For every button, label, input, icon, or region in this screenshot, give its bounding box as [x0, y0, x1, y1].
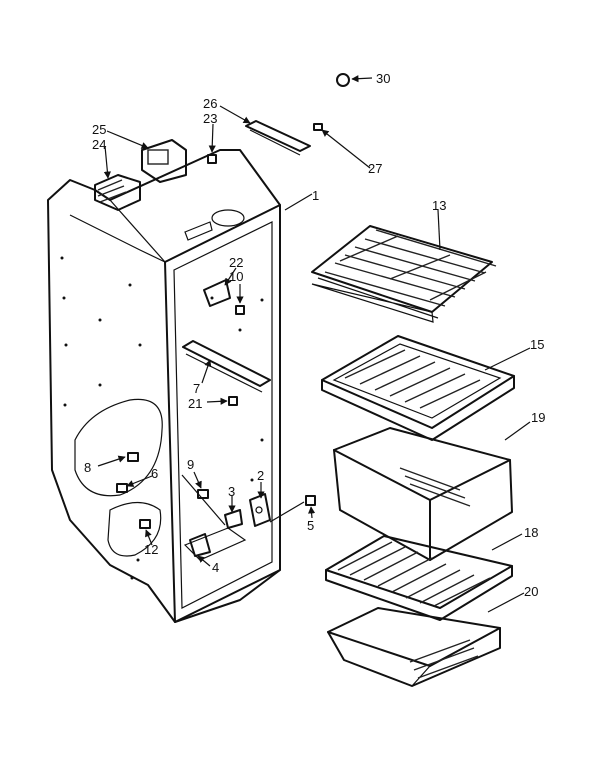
crisper-drawer-19 — [333, 427, 513, 561]
callout-12: 12 — [144, 542, 158, 557]
callout-24: 24 — [92, 137, 106, 152]
callout-7: 7 — [193, 381, 200, 396]
callout-23: 23 — [203, 111, 217, 126]
callout-20: 20 — [524, 584, 538, 599]
cabinet-liner — [47, 149, 281, 623]
callout-25: 25 — [92, 122, 106, 137]
part-12 — [139, 519, 151, 529]
callout-4: 4 — [212, 560, 219, 575]
glass-shelf-15 — [321, 335, 515, 441]
callout-26: 26 — [203, 96, 217, 111]
hinge-2 — [249, 493, 271, 527]
callout-1: 1 — [312, 188, 319, 203]
light-socket-bracket — [141, 139, 187, 183]
callout-15: 15 — [530, 337, 544, 352]
meat-pan-20 — [327, 607, 501, 687]
part-8 — [127, 452, 139, 462]
callout-3: 3 — [228, 484, 235, 499]
callout-2: 2 — [257, 468, 264, 483]
screw-5 — [305, 495, 316, 506]
callout-19: 19 — [531, 410, 545, 425]
callout-10: 10 — [229, 269, 243, 284]
light-housing — [94, 174, 141, 211]
callout-30: 30 — [376, 71, 390, 86]
callout-13: 13 — [432, 198, 446, 213]
divider-rail-7 — [182, 340, 271, 393]
callout-21: 21 — [188, 396, 202, 411]
callout-6: 6 — [151, 466, 158, 481]
crisper-cover-18 — [325, 535, 513, 621]
screw-27 — [313, 123, 323, 131]
screw-23 — [207, 154, 217, 164]
shelf-bracket-22 — [203, 279, 231, 307]
leader-lines — [97, 75, 531, 613]
wire-shelf-13 — [311, 225, 497, 323]
screw-10 — [235, 305, 245, 315]
callout-5: 5 — [307, 518, 314, 533]
callout-8: 8 — [84, 460, 91, 475]
callout-labels: 30 26 23 25 24 27 1 13 22 10 15 7 21 19 … — [84, 71, 545, 599]
screw-21 — [228, 396, 238, 406]
top-rail-26 — [245, 120, 311, 156]
callout-18: 18 — [524, 525, 538, 540]
liner-mounting-holes — [60, 256, 264, 580]
callout-27: 27 — [368, 161, 382, 176]
part-9 — [197, 489, 209, 499]
clip-30 — [336, 73, 350, 87]
part-6 — [116, 483, 128, 493]
callout-22: 22 — [229, 255, 243, 270]
drain-4 — [189, 533, 211, 557]
callout-9: 9 — [187, 457, 194, 472]
part-3 — [224, 509, 243, 529]
